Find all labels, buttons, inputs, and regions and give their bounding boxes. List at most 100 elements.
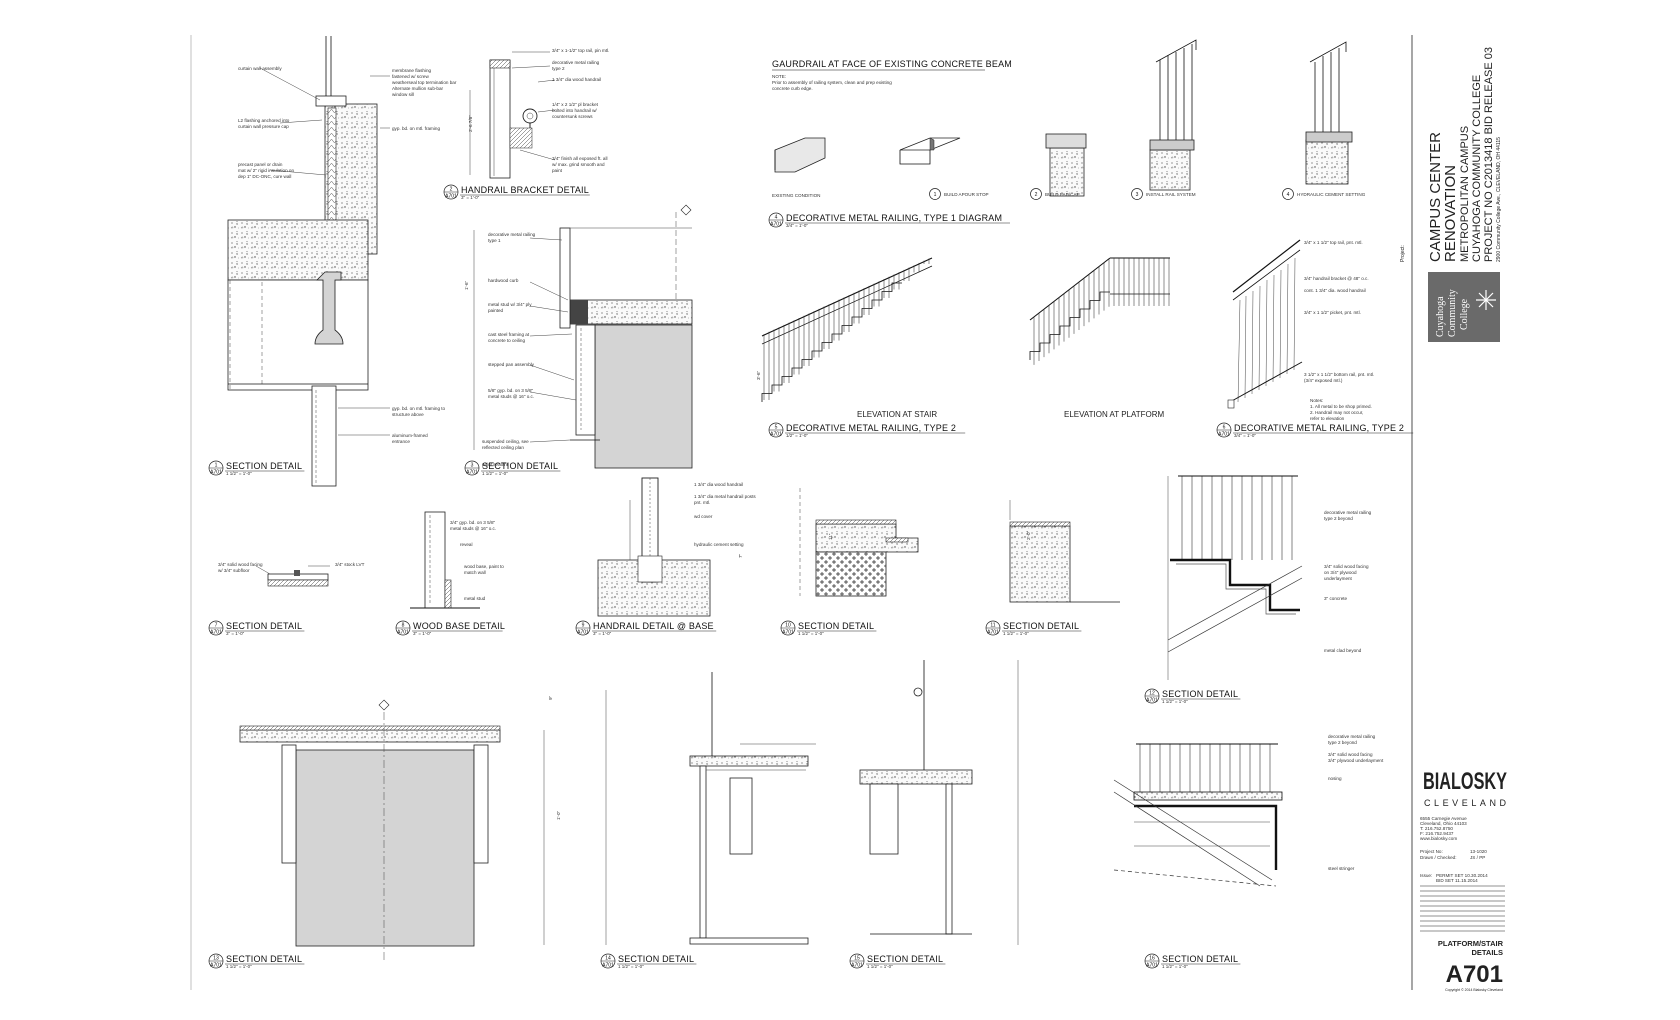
detail-scale: 1/2" = 1'-0" <box>786 433 808 438</box>
callout-note: metal stud w/ 3/4" ply <box>488 302 532 307</box>
detail-sheet-ref: A701 <box>987 630 999 636</box>
elevation-at-stair <box>761 257 933 402</box>
detail-number: 11 <box>990 623 995 629</box>
step-number: 3 <box>1136 192 1139 198</box>
detail-number: 14 <box>605 956 611 962</box>
detail-title-text: WOOD BASE DETAIL <box>413 621 505 631</box>
callout-note: precast panel or drain <box>238 162 283 167</box>
detail-number: 3 <box>471 463 474 469</box>
dimension-label: 7" <box>738 553 743 558</box>
callout-note: 3/4" finish all exposed ft. all <box>552 156 608 161</box>
callout-note: hardwood curb <box>488 278 519 283</box>
detail-title-text: SECTION DETAIL <box>867 954 943 964</box>
callout-note: w/ max. grind smooth and <box>552 162 605 167</box>
callout-note: 3/4" x 1-1/2" top rail, pin mtl. <box>552 48 609 53</box>
callout-note: concrete to ceiling <box>488 338 525 343</box>
callout-note: type 1 <box>488 238 501 243</box>
railing-note-1: 1. All metal to be shop primed. <box>1310 404 1372 409</box>
detail-sheet-ref: A701 <box>210 630 222 636</box>
firm-address-line: 6555 Carnegie Avenue <box>1420 816 1467 821</box>
detail-number: 1 <box>215 463 218 469</box>
detail-scale: 1 1/2" = 1'-0" <box>226 964 252 969</box>
project-label: Project: <box>1400 245 1406 262</box>
callout-note: match wall <box>464 570 486 575</box>
callout-note: 1 3/4" dia metal handrail posts <box>694 494 756 499</box>
callout-note: 3/4" solid wood facing <box>218 562 263 567</box>
detail-title-text: SECTION DETAIL <box>226 621 302 631</box>
detail-title-text: DECORATIVE METAL RAILING, TYPE 2 <box>786 423 956 433</box>
callout-note: wood base, paint to <box>464 564 504 569</box>
callout-note: metal studs @ 16" o.c. <box>488 394 534 399</box>
detail-scale: 1 1/2" = 1'-0" <box>1003 631 1029 636</box>
callout-note: cast steel framing at <box>488 332 530 337</box>
callout-note: 1 3/4" dia wood handrail <box>694 482 743 487</box>
callout-note: paint <box>552 168 563 173</box>
callout-note: structure above <box>392 412 424 417</box>
detail-sheet-ref: A701 <box>445 194 457 200</box>
detail-9-handrail-base <box>597 477 711 617</box>
detail-title-text: SECTION DETAIL <box>1162 954 1238 964</box>
detail-scale: 1 1/2" = 1'-0" <box>618 964 644 969</box>
project-number: PROJECT NO C2013418 BID RELEASE 03 <box>1483 47 1495 262</box>
detail-number: 5 <box>775 425 778 431</box>
detail-11-section <box>1009 500 1120 603</box>
detail-title-text: SECTION DETAIL <box>618 954 694 964</box>
callout-note: 1 3/4" dia wood handrail <box>552 77 601 82</box>
meta-value: JS / PP <box>1470 855 1485 860</box>
detail-number: 9 <box>582 623 585 629</box>
client-logo-mark-icon <box>1476 290 1496 310</box>
dimension-label: 3'-6" <box>756 370 761 380</box>
detail-7-section <box>255 565 330 587</box>
dimension-label: 1'-6" <box>464 280 469 290</box>
firm-address-line: T: 216.752.8750 <box>1420 826 1453 831</box>
guardrail-title: GAURDRAIL AT FACE OF EXISTING CONCRETE B… <box>772 59 1012 69</box>
callout-note: underlayment <box>1324 576 1353 581</box>
detail-sheet-ref: A701 <box>1146 698 1158 704</box>
issue-line-2: BID SET 11.15.2014 <box>1436 878 1478 883</box>
client-logo-text-3: College <box>1459 298 1470 330</box>
detail-title-text: SECTION DETAIL <box>798 621 874 631</box>
callout-note: 3/4" x 1 1/2" top rail, pnt. mtl. <box>1304 240 1363 245</box>
callout-note: wd cover <box>694 514 713 519</box>
existing-condition-label: EXISTING CONDITION <box>772 193 821 198</box>
detail-title-text: HANDRAIL BRACKET DETAIL <box>461 185 589 195</box>
detail-title-text: SECTION DETAIL <box>1003 621 1079 631</box>
step-label: BUILD PAD/CAP <box>1045 192 1080 197</box>
detail-sheet-ref: A701 <box>770 432 782 438</box>
detail-sheet-ref: A701 <box>782 630 794 636</box>
elevation-platform-label: ELEVATION AT PLATFORM <box>1064 410 1165 419</box>
copyright: Copyright © 2014 Bialosky Cleveland <box>1445 988 1503 992</box>
callout-note: w/ 3/4" subfloor <box>218 568 250 573</box>
project-campus: METROPOLITAN CAMPUS <box>1459 126 1471 262</box>
detail-scale: 3" = 1'-0" <box>593 631 612 636</box>
detail-sheet-ref: A701 <box>577 630 589 636</box>
sheet-title-2: DETAILS <box>1471 948 1503 957</box>
callout-note: reveal <box>460 542 473 547</box>
title-block: Project: CAMPUS CENTER RENOVATION METROP… <box>1400 47 1507 992</box>
project-name-1: CAMPUS CENTER <box>1427 132 1444 262</box>
firm-name: BIALOSKY <box>1423 768 1507 795</box>
callout-note: fastened w/ screw <box>392 74 429 79</box>
detail-number: 7 <box>215 623 218 629</box>
detail-title-text: DECORATIVE METAL RAILING, TYPE 2 <box>1234 423 1404 433</box>
detail-sheet-ref: A701 <box>397 630 409 636</box>
callout-note: metal stud <box>464 596 486 601</box>
detail-sheet-ref: A701 <box>210 963 222 969</box>
detail-number: 4 <box>775 215 778 221</box>
